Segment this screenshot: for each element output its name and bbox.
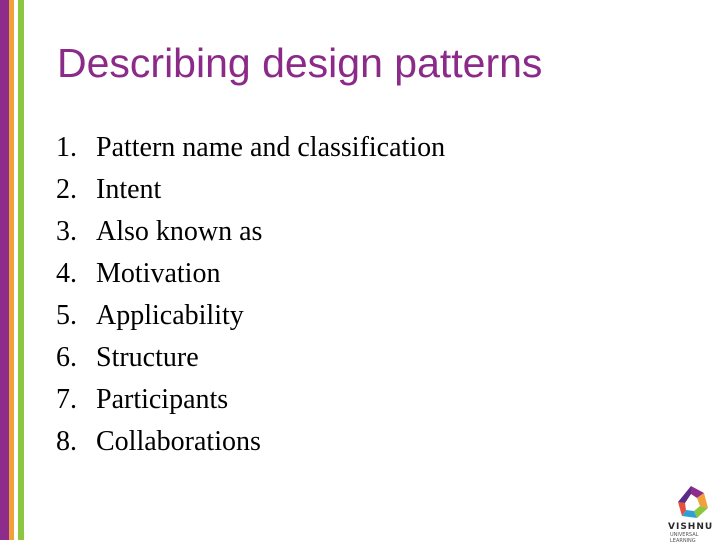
purple-stripe [0,0,9,540]
list-item: 6. Structure [56,338,445,380]
list-item-number: 4. [56,258,77,289]
stripe-gap [14,0,18,540]
list-item-number: 5. [56,300,77,331]
list-item-text: Also known as [96,216,263,247]
logo-subtitle: UNIVERSAL LEARNING [670,532,699,544]
left-accent-stripes [0,0,28,540]
list-item-text: Structure [96,342,199,373]
list-item-text: Intent [96,174,162,205]
vishnu-logo-icon [678,486,708,518]
list-item: 2. Intent [56,170,445,212]
list-item-number: 8. [56,426,77,457]
list-item-number: 7. [56,384,77,415]
list-item-number: 2. [56,174,77,205]
logo-name: VISHNU [668,522,714,532]
list-item-text: Collaborations [96,426,261,457]
pattern-elements-list: 1. Pattern name and classification 2. Inte… [56,128,445,464]
list-item: 1. Pattern name and classification [56,128,445,170]
list-item: 4. Motivation [56,254,445,296]
list-item: 5. Applicability [56,296,445,338]
list-item: 8. Collaborations [56,422,445,464]
list-item-text: Pattern name and classification [96,132,446,163]
list-item-number: 6. [56,342,77,373]
green-stripe [18,0,24,540]
list-item: 7. Participants [56,380,445,422]
slide-title: Describing design patterns [57,40,543,86]
list-item: 3. Also known as [56,212,445,254]
stripe-gap [24,0,27,540]
orange-stripe [9,0,14,540]
list-item-number: 1. [56,132,77,163]
list-item-text: Participants [96,384,229,415]
list-item-text: Applicability [96,300,244,331]
list-item-number: 3. [56,216,77,247]
list-item-text: Motivation [96,258,221,289]
